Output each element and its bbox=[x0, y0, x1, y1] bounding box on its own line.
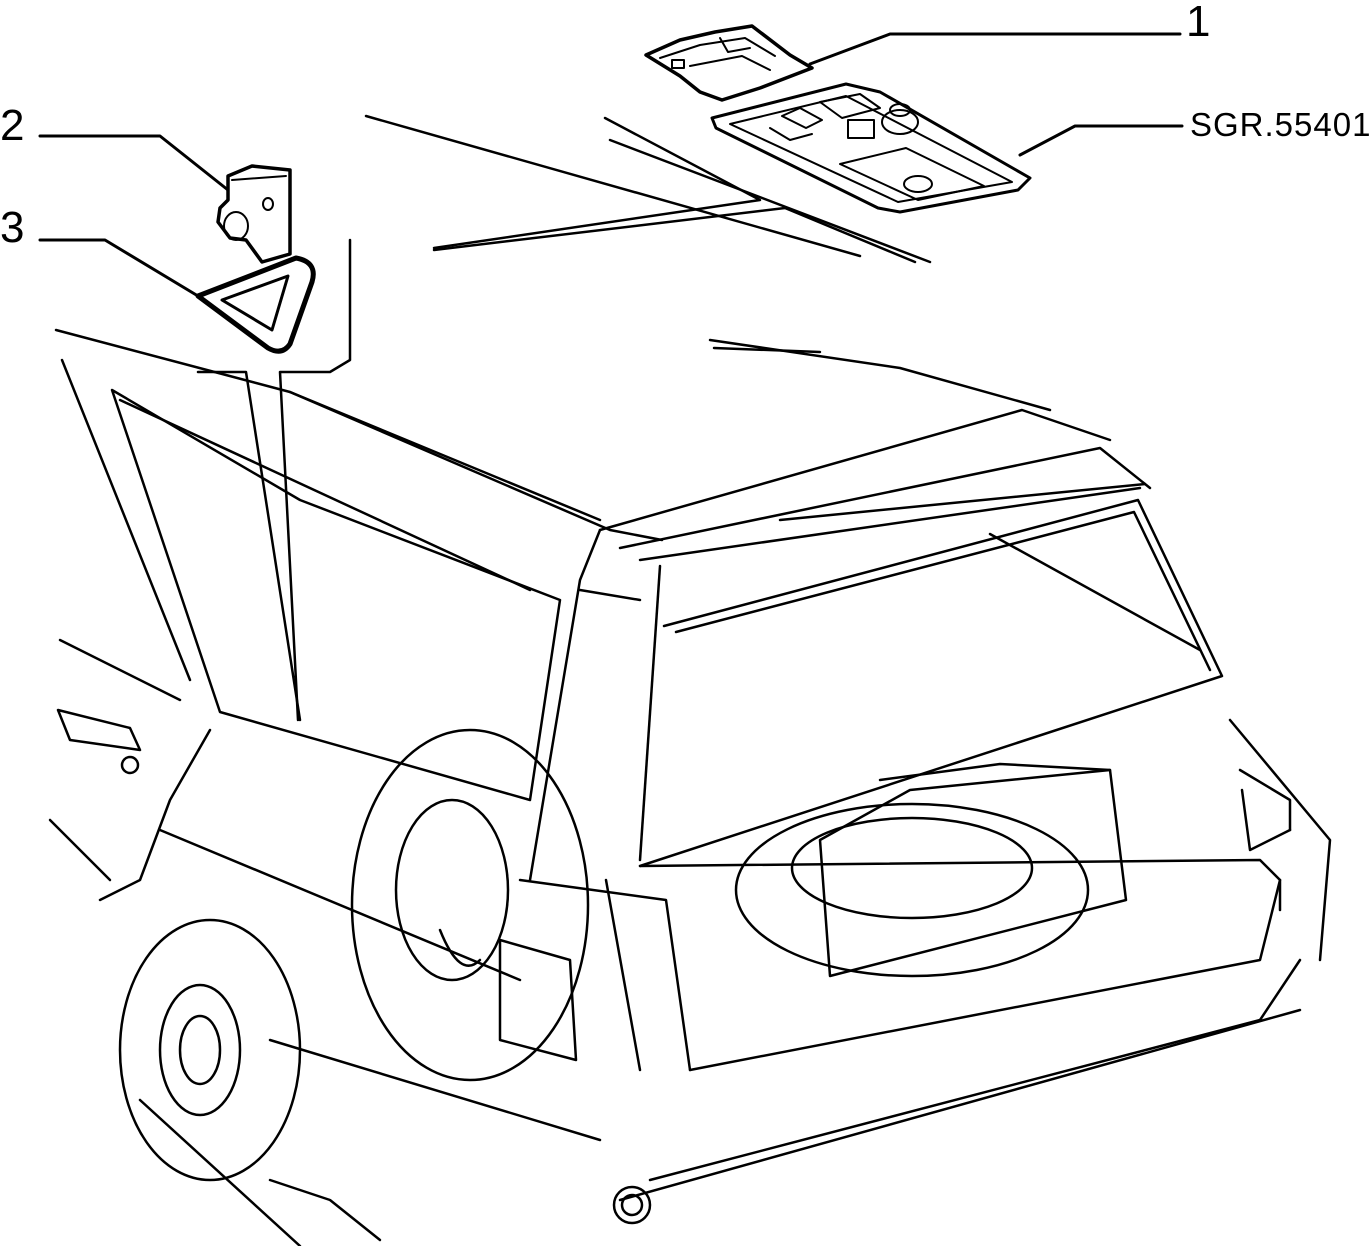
callout-3: 3 bbox=[0, 203, 25, 252]
leader-line-lamp-pointer bbox=[432, 116, 762, 250]
leader-line-parts-pointer bbox=[278, 238, 352, 722]
part-2-clip bbox=[216, 164, 292, 264]
leader-line-code bbox=[1018, 124, 1184, 157]
lamp-base-unit bbox=[710, 82, 1032, 214]
drawing-code-label: SGR.55401 bbox=[1190, 106, 1372, 143]
callout-1: 1 bbox=[1186, 0, 1211, 46]
leader-line-parts-pointer-b bbox=[196, 370, 302, 722]
part-1-lamp-cover bbox=[644, 24, 814, 102]
leader-line-2 bbox=[38, 134, 230, 192]
leader-lines bbox=[38, 32, 1184, 722]
vehicle-station-wagon bbox=[48, 114, 1332, 1246]
leader-line-1 bbox=[808, 32, 1182, 66]
part-3-gasket bbox=[195, 255, 316, 354]
leader-line-lamp-pointer-b bbox=[432, 206, 917, 264]
leader-line-3 bbox=[38, 238, 200, 298]
callout-2: 2 bbox=[0, 101, 25, 150]
